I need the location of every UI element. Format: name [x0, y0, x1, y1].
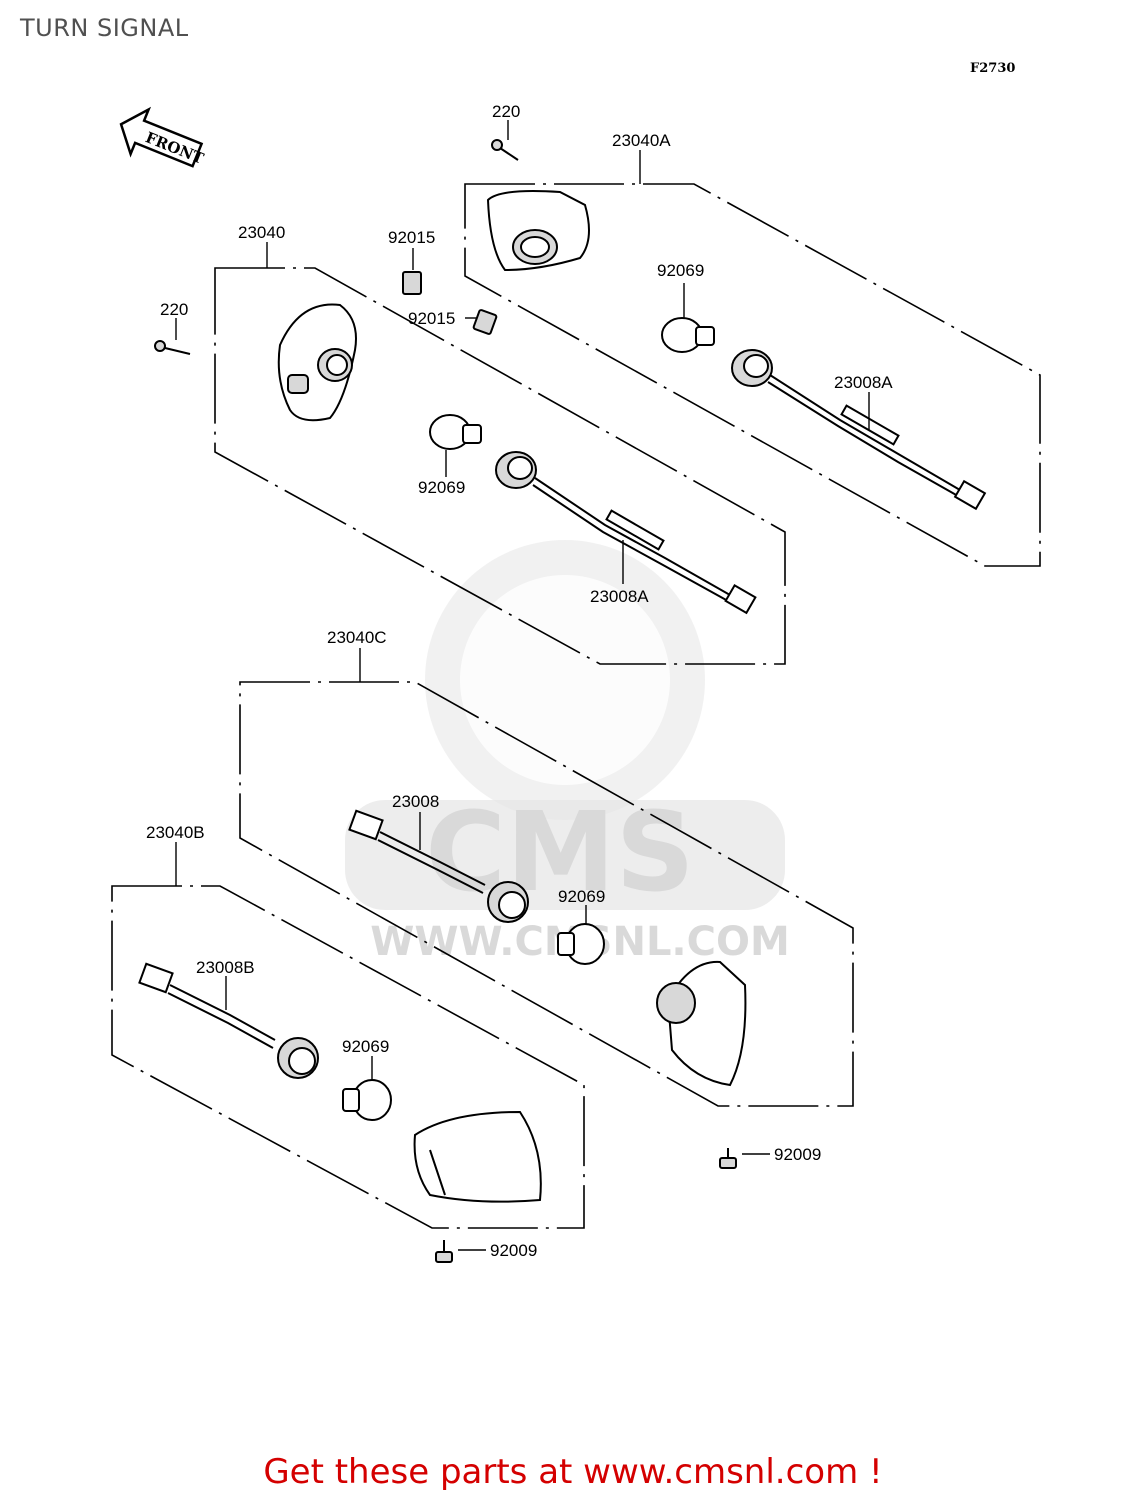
label-92009-bottom: 92009 [490, 1241, 537, 1260]
label-23040: 23040 [238, 223, 285, 242]
label-23008: 23008 [392, 792, 439, 811]
lens-23040a [486, 190, 590, 272]
label-23040b: 23040B [146, 823, 205, 842]
bulb-92069-a [661, 317, 715, 353]
bulb-92069-b [342, 1079, 392, 1121]
label-92015-upper: 92015 [388, 228, 435, 247]
screw-92009-bottom [435, 1240, 453, 1263]
label-bulb-92069-c: 92069 [558, 887, 605, 906]
socket-23008a-1 [495, 451, 757, 615]
footer-promo-link[interactable]: Get these parts at www.cmsnl.com ! [263, 1452, 883, 1492]
label-bulb-92069-a: 92069 [657, 261, 704, 280]
group-outline-23040b [111, 885, 585, 1229]
label-220-top: 220 [492, 102, 520, 121]
watermark-brand: CMS [425, 788, 694, 916]
bulb-92069-c [557, 923, 605, 965]
front-arrow-icon: FRONT [119, 106, 207, 168]
nut-92015-upper [402, 271, 422, 295]
group-outline-23040 [214, 267, 786, 665]
label-23040a: 23040A [612, 131, 671, 150]
group-outline-23040a [464, 183, 1041, 567]
lens-23040c [656, 960, 747, 1087]
label-23008a-a: 23008A [834, 373, 893, 392]
group-outline-23040c [239, 681, 854, 1107]
screw-220-top [491, 139, 519, 161]
socket-23008a-a [731, 349, 987, 511]
label-23008b: 23008B [196, 958, 255, 977]
page-title: TURN SIGNAL [20, 14, 189, 42]
label-bulb-92069-b: 92069 [342, 1037, 389, 1056]
label-23008a-1: 23008A [590, 587, 649, 606]
label-220-left: 220 [160, 300, 188, 319]
lens-23040b [413, 1110, 542, 1203]
label-92009-right: 92009 [774, 1145, 821, 1164]
socket-23008 [348, 809, 529, 923]
screw-92009-right [719, 1148, 737, 1169]
lens-23040 [277, 303, 357, 422]
label-bulb-92069-1: 92069 [418, 478, 465, 497]
figure-code: F2730 [970, 61, 1015, 76]
nut-92015-lower [472, 309, 498, 335]
bulb-92069-1 [429, 414, 482, 450]
socket-23008b [138, 962, 319, 1079]
screw-220-left [154, 340, 191, 355]
label-92015-lower: 92015 [408, 309, 455, 328]
label-23040c: 23040C [327, 628, 387, 647]
